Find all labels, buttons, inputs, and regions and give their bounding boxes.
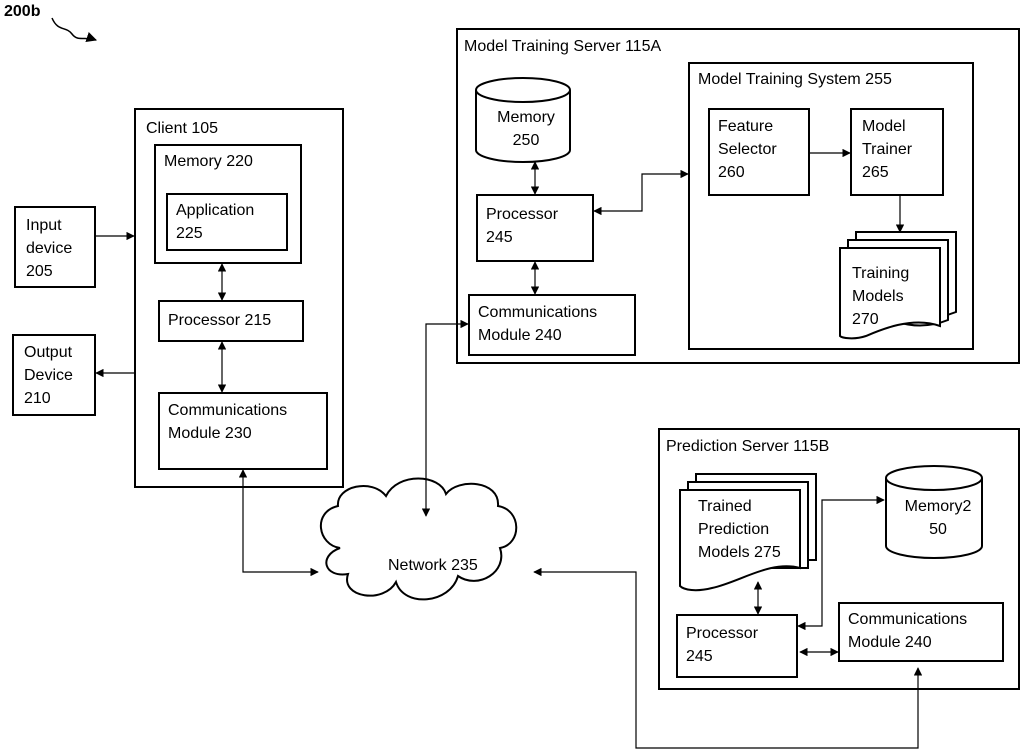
output-device-label: Output Device 210 <box>24 341 73 410</box>
input-device-label: Input device 205 <box>26 214 72 283</box>
client-memory-label: Memory 220 <box>164 150 253 173</box>
prediction-server-title: Prediction Server 115B <box>666 435 829 458</box>
trained-models-label: Trained Prediction Models 275 <box>698 495 781 564</box>
prediction-processor-label: Processor 245 <box>686 622 758 668</box>
figure-label: 200b <box>4 0 40 23</box>
client-title: Client 105 <box>146 117 218 140</box>
network-label: Network 235 <box>388 554 478 577</box>
client-comms-label: Communications Module 230 <box>168 399 287 445</box>
training-models-label: Training Models 270 <box>852 262 909 331</box>
model-trainer-label: Model Trainer 265 <box>862 115 912 184</box>
training-processor-label: Processor 245 <box>486 203 558 249</box>
application-label: Application 225 <box>176 199 254 245</box>
client-processor-label: Processor 215 <box>168 309 271 332</box>
training-system-box <box>688 62 974 350</box>
feature-selector-label: Feature Selector 260 <box>718 115 777 184</box>
prediction-comms-label: Communications Module 240 <box>848 608 967 654</box>
training-comms-label: Communications Module 240 <box>478 301 597 347</box>
network-cloud <box>321 479 516 600</box>
training-system-title: Model Training System 255 <box>698 68 892 91</box>
figure-pointer-arrow <box>52 18 96 40</box>
prediction-memory-label: Memory2 50 <box>896 495 980 541</box>
training-server-title: Model Training Server 115A <box>464 35 661 58</box>
training-memory-label: Memory 250 <box>492 106 560 152</box>
